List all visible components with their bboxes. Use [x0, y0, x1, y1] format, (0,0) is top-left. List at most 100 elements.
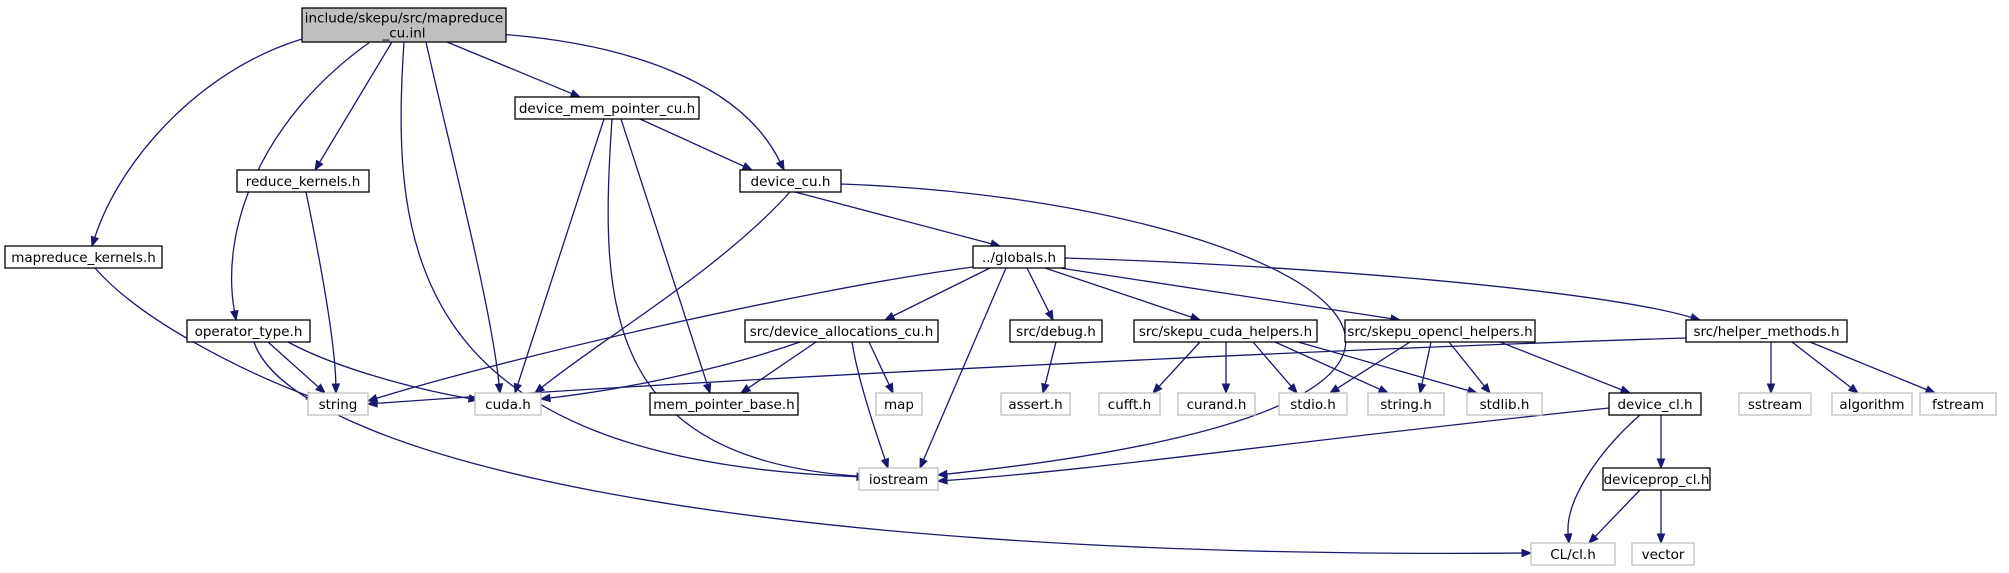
- edge-globals-to-iostream: [919, 267, 1007, 470]
- node-label: map: [884, 397, 914, 413]
- node-label: ../globals.h: [982, 250, 1056, 266]
- node-operator-type[interactable]: operator_type.h: [186, 319, 311, 343]
- node-label: iostream: [869, 472, 928, 488]
- node-device-cu[interactable]: device_cu.h: [739, 169, 842, 193]
- node-label: string.h: [1380, 397, 1432, 413]
- node-deviceprop-cl[interactable]: deviceprop_cl.h: [1602, 467, 1711, 491]
- edge-skepu_opencl_helpers-to-device_cl: [1499, 341, 1632, 394]
- node-label: reduce_kernels.h: [246, 174, 361, 190]
- node-label: deviceprop_cl.h: [1604, 472, 1710, 488]
- edge-skepu_cuda_helpers-to-cufft: [1152, 341, 1201, 394]
- node-map[interactable]: map: [875, 392, 923, 416]
- node-label: operator_type.h: [195, 324, 303, 340]
- node-helper-methods[interactable]: src/helper_methods.h: [1685, 319, 1848, 343]
- node-debug[interactable]: src/debug.h: [1009, 319, 1103, 343]
- node-label: mapreduce_kernels.h: [11, 250, 156, 266]
- node-label: CL/cl.h: [1550, 547, 1596, 563]
- node-label: curand.h: [1187, 397, 1247, 413]
- node-sstream[interactable]: sstream: [1738, 392, 1812, 416]
- node-stdlib[interactable]: stdlib.h: [1466, 392, 1543, 416]
- node-algorithm[interactable]: algorithm: [1831, 392, 1913, 416]
- edge-skepu_opencl_helpers-to-stdio: [1328, 341, 1411, 394]
- node-label: string: [319, 397, 358, 413]
- edge-device_cu-to-cuda: [533, 191, 791, 394]
- node-label: vector: [1642, 547, 1685, 563]
- node-label: device_cu.h: [751, 174, 831, 190]
- node-cufft[interactable]: cufft.h: [1098, 392, 1161, 416]
- edge-device_allocations_cu-to-iostream: [851, 341, 890, 470]
- edge-globals-to-helper_methods: [1064, 257, 1702, 322]
- node-device-allocations-cu[interactable]: src/device_allocations_cu.h: [744, 319, 939, 343]
- node-label: algorithm: [1839, 397, 1904, 413]
- node-label: fstream: [1932, 397, 1984, 413]
- edge-skepu_cuda_helpers-to-stdio: [1252, 341, 1298, 395]
- edge-root-to-mapreduce_kernels: [90, 38, 303, 248]
- edge-globals-to-skepu_opencl_helpers: [1059, 267, 1402, 323]
- node-label: src/skepu_cuda_helpers.h: [1139, 324, 1312, 340]
- edge-device_cu-to-iostream: [840, 183, 1347, 479]
- edge-reduce_kernels-to-string: [305, 191, 341, 395]
- edge-root-to-device_cu: [480, 32, 785, 172]
- edge-device_cl-to-deviceprop_cl: [1656, 415, 1666, 470]
- node-device-mem-pointer-cu[interactable]: device_mem_pointer_cu.h: [514, 96, 700, 120]
- node-stdio[interactable]: stdio.h: [1278, 392, 1348, 416]
- node-skepu-opencl-helpers[interactable]: src/skepu_opencl_helpers.h: [1344, 319, 1536, 343]
- node-iostream[interactable]: iostream: [858, 467, 939, 491]
- edge-device_cl-to-cl: [1563, 414, 1641, 545]
- node-label: include/skepu/src/mapreduce: [305, 11, 503, 27]
- node-string-h[interactable]: string.h: [1367, 392, 1445, 416]
- edge-helper_methods-to-fstream: [1809, 341, 1937, 394]
- node-label: device_mem_pointer_cu.h: [519, 101, 695, 117]
- edge-debug-to-assert: [1041, 341, 1057, 395]
- edge-root-to-cuda: [425, 41, 504, 395]
- edge-globals-to-skepu_cuda_helpers: [1044, 267, 1202, 322]
- edge-device_cu-to-globals: [794, 191, 1002, 248]
- node-string[interactable]: string: [307, 392, 369, 416]
- node-label: src/device_allocations_cu.h: [750, 324, 934, 340]
- node-globals[interactable]: ../globals.h: [972, 245, 1066, 269]
- edge-device_mem_pointer_cu-to-cuda: [513, 118, 605, 395]
- node-skepu-cuda-helpers[interactable]: src/skepu_cuda_helpers.h: [1133, 319, 1318, 343]
- node-device-cl[interactable]: device_cl.h: [1608, 392, 1702, 416]
- node-label: device_cl.h: [1617, 397, 1692, 413]
- node-label: cuda.h: [485, 397, 531, 413]
- edge-helper_methods-to-sstream: [1766, 342, 1776, 395]
- nodes-layer: include/skepu/src/mapreduce_cu.inlmapred…: [4, 7, 1997, 566]
- edge-device_mem_pointer_cu-to-mem_pointer_base: [620, 118, 712, 395]
- node-curand[interactable]: curand.h: [1177, 392, 1256, 416]
- node-label: src/skepu_opencl_helpers.h: [1347, 324, 1532, 340]
- edge-device_allocations_cu-to-map: [868, 341, 894, 395]
- edge-skepu_cuda_helpers-to-stdlib: [1297, 341, 1479, 395]
- edge-root-to-reduce_kernels: [314, 41, 393, 172]
- edge-operator_type-to-cl: [253, 341, 1533, 558]
- node-label: src/helper_methods.h: [1693, 324, 1839, 340]
- node-label: stdio.h: [1290, 397, 1336, 413]
- edge-skepu_cuda_helpers-to-string_h: [1274, 341, 1390, 394]
- edge-root-to-device_mem_pointer_cu: [446, 41, 582, 98]
- edge-device_allocations_cu-to-mem_pointer_base: [739, 341, 817, 394]
- node-mapreduce-kernels[interactable]: mapreduce_kernels.h: [4, 245, 163, 269]
- node-mem-pointer-base[interactable]: mem_pointer_base.h: [649, 392, 799, 416]
- node-cuda[interactable]: cuda.h: [474, 392, 542, 416]
- node-reduce-kernels[interactable]: reduce_kernels.h: [236, 169, 370, 193]
- node-label: src/debug.h: [1016, 324, 1096, 340]
- node-label: _cu.inl: [381, 26, 425, 42]
- edge-helper_methods-to-algorithm: [1791, 341, 1860, 394]
- edge-globals-to-debug: [1026, 267, 1054, 322]
- edge-deviceprop_cl-to-vector: [1656, 490, 1666, 545]
- node-cl[interactable]: CL/cl.h: [1530, 542, 1616, 566]
- node-vector[interactable]: vector: [1631, 542, 1695, 566]
- node-assert[interactable]: assert.h: [1000, 392, 1071, 416]
- edge-skepu_opencl_helpers-to-string_h: [1417, 341, 1432, 395]
- node-root[interactable]: include/skepu/src/mapreduce_cu.inl: [301, 7, 507, 43]
- node-label: stdlib.h: [1480, 397, 1530, 413]
- node-label: cufft.h: [1108, 397, 1151, 413]
- edge-operator_type-to-string: [267, 341, 327, 394]
- edge-device_cl-to-iostream: [936, 407, 1610, 485]
- edge-deviceprop_cl-to-cl: [1588, 489, 1641, 544]
- node-label: sstream: [1748, 397, 1802, 413]
- edge-skepu_opencl_helpers-to-stdlib: [1448, 341, 1491, 395]
- node-fstream[interactable]: fstream: [1919, 392, 1997, 416]
- node-label: mem_pointer_base.h: [653, 397, 794, 413]
